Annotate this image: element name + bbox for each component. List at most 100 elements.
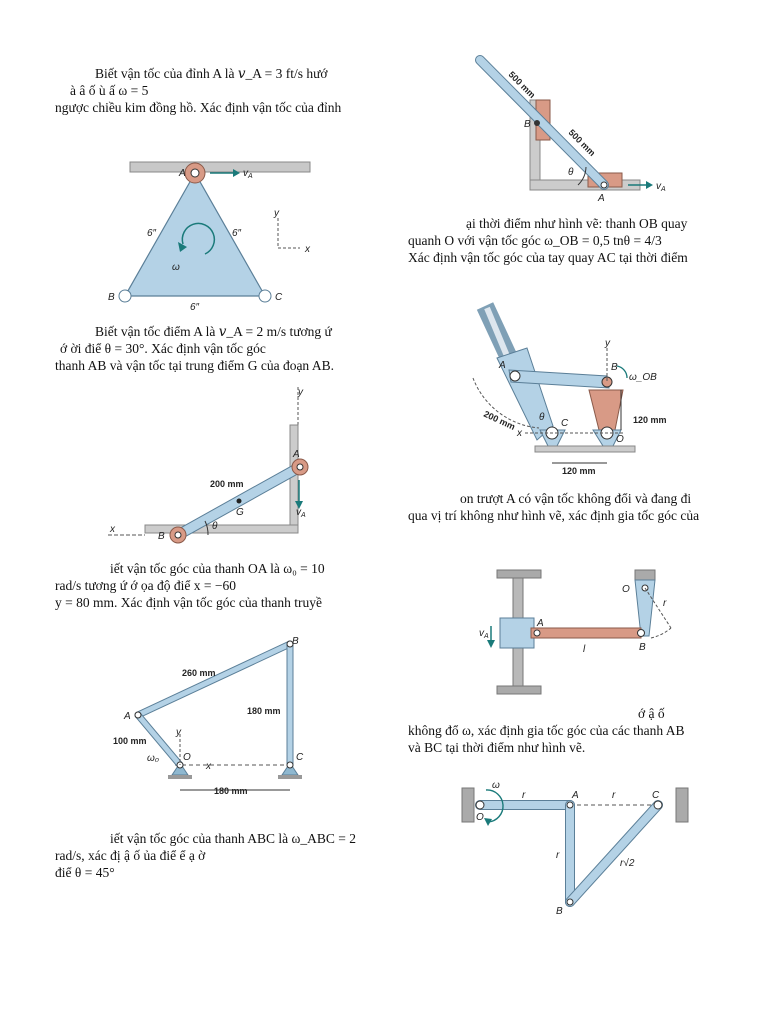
label-omega0: ω₀ [147,753,159,764]
label-o: O [476,812,484,823]
midpoint-g [236,498,242,504]
label-b: B [108,292,115,303]
pin-b [118,289,132,303]
problem-6-line-1: on trượt A có vận tốc không đổi và đang … [460,491,692,506]
label-va: vA [656,181,666,193]
right-wall [675,787,689,823]
label-base: 120 mm [562,466,596,476]
label-b: B [611,362,618,373]
label-axis-x: x [109,524,116,535]
label-r-ac: r [612,790,616,801]
label-va: vA [296,507,306,519]
label-va: vA [243,168,253,180]
label-theta: θ [568,167,574,178]
label-oa: 100 mm [113,736,147,746]
bottom-mount [496,685,542,695]
label-b: B [556,906,563,917]
label-a: A [292,449,300,460]
label-o: O [183,752,191,763]
problem-2-line-2: ớ ời điể θ = 30°. Xác định vận tốc góc [60,341,266,356]
figure-triangle-plate: A B C vA 6″ 6″ 6″ ω y x [108,161,311,313]
label-r-sqrt2: r√2 [620,857,635,869]
label-b: B [292,636,299,647]
slider-a [499,617,535,649]
label-length: 200 mm [210,479,244,489]
label-oc: 180 mm [214,786,248,796]
problem-5-line-3: Xác định vận tốc góc của tay quay AC tại… [408,250,688,265]
problem-7-line-3: và BC tại thời điểm như hình vẽ. [408,740,586,755]
label-r1: 200 mm [482,409,517,432]
ground-o [168,775,192,779]
pivot-mount [634,569,656,581]
label-bc: 180 mm [247,706,281,716]
omega-arrow [181,222,216,255]
omega-arrow [485,789,504,823]
label-c: C [296,752,304,763]
triangle-plate [123,171,267,297]
label-c: C [652,790,660,801]
label-axis-y: y [175,727,182,738]
figure-slider-rod: A B O l r vA [479,569,672,695]
label-theta: θ [539,412,545,423]
xy-axes [277,218,300,249]
problem-7-line-1: ớ ậ ố [638,706,665,721]
pin-b [286,640,294,648]
top-guide-rail [129,161,311,173]
problem-3-text: iết vận tốc góc của thanh OA là ω₀ = 10 … [55,560,325,611]
label-theta: θ [212,521,218,532]
label-side-right: 6″ [232,228,242,239]
problem-1-line-1: Biết vận tốc của đỉnh A là 𝑣_A = 3 ft/s … [95,66,328,81]
bar-oa-fill [476,56,608,189]
problem-2-text: Biết vận tốc điểm A là 𝑣_A = 2 m/s tương… [55,323,334,374]
label-axis-y: y [297,387,304,398]
crank-ob [634,579,656,637]
problem-6-line-2: qua vị trí không như hình vẽ, xác định g… [408,508,700,523]
floor [144,524,299,534]
label-r: r [663,598,667,609]
pin-o [475,800,485,810]
pin-b [601,376,613,388]
label-b: B [639,642,646,653]
va-arrowhead [646,181,653,189]
radius-line [644,587,672,629]
problem-1-text: Biết vận tốc của đỉnh A là 𝑣_A = 3 ft/s … [55,65,341,116]
label-a: A [571,790,579,801]
problem-4-line-1: iết vận tốc góc của thanh ABC là ω_ABC =… [110,831,356,846]
label-o: O [616,434,624,445]
problem-3-line-2: rad/s tương ứ ớ ọa độ điể x = −60 [55,578,236,593]
base-plate [534,445,636,453]
problem-1-line-3: ngược chiều kim đồng hồ. Xác định vận tố… [55,100,342,115]
label-b: B [524,119,531,130]
label-side-bottom: 6″ [190,302,200,313]
problem-2-line-1: Biết vận tốc điểm A là 𝑣_A = 2 m/s tương… [95,324,332,339]
va-arrowhead [295,501,303,509]
label-a: A [536,618,544,629]
problem-4-text: iết vận tốc góc của thanh ABC là ω_ABC =… [55,830,356,881]
label-c: C [561,418,569,429]
problem-5-line-1: ại thời điểm như hình vẽ: thanh OB quay [466,216,688,231]
problem-4-line-3: điể θ = 45° [55,865,115,880]
omega-arrowhead [178,242,187,252]
label-r-oa: r [522,790,526,801]
label-a: A [178,168,186,179]
problem-5-line-2: quanh O với vận tốc góc ω_OB = 0,5 tnθ =… [408,233,662,248]
pin-c [653,800,663,810]
label-a: A [498,360,506,371]
problem-5-text: ại thời điểm như hình vẽ: thanh OB quay … [408,215,688,266]
pin-b [174,531,182,539]
problem-6-text: on trượt A có vận tốc không đổi và đang … [408,490,699,524]
omega-ob-arrow [616,365,628,379]
pin-a [533,629,541,637]
pin-a [296,463,304,471]
bar-bc-fill [566,801,662,906]
pin-b [637,629,645,637]
left-wall [461,787,475,823]
ground-c [278,775,302,779]
rod-ab [530,627,642,639]
label-o: O [622,584,630,595]
top-mount [496,569,542,579]
label-omega-ob: ω_OB [629,372,657,383]
theta-arc [204,520,209,536]
label-g: G [236,507,244,518]
label-ab: 260 mm [182,668,216,678]
